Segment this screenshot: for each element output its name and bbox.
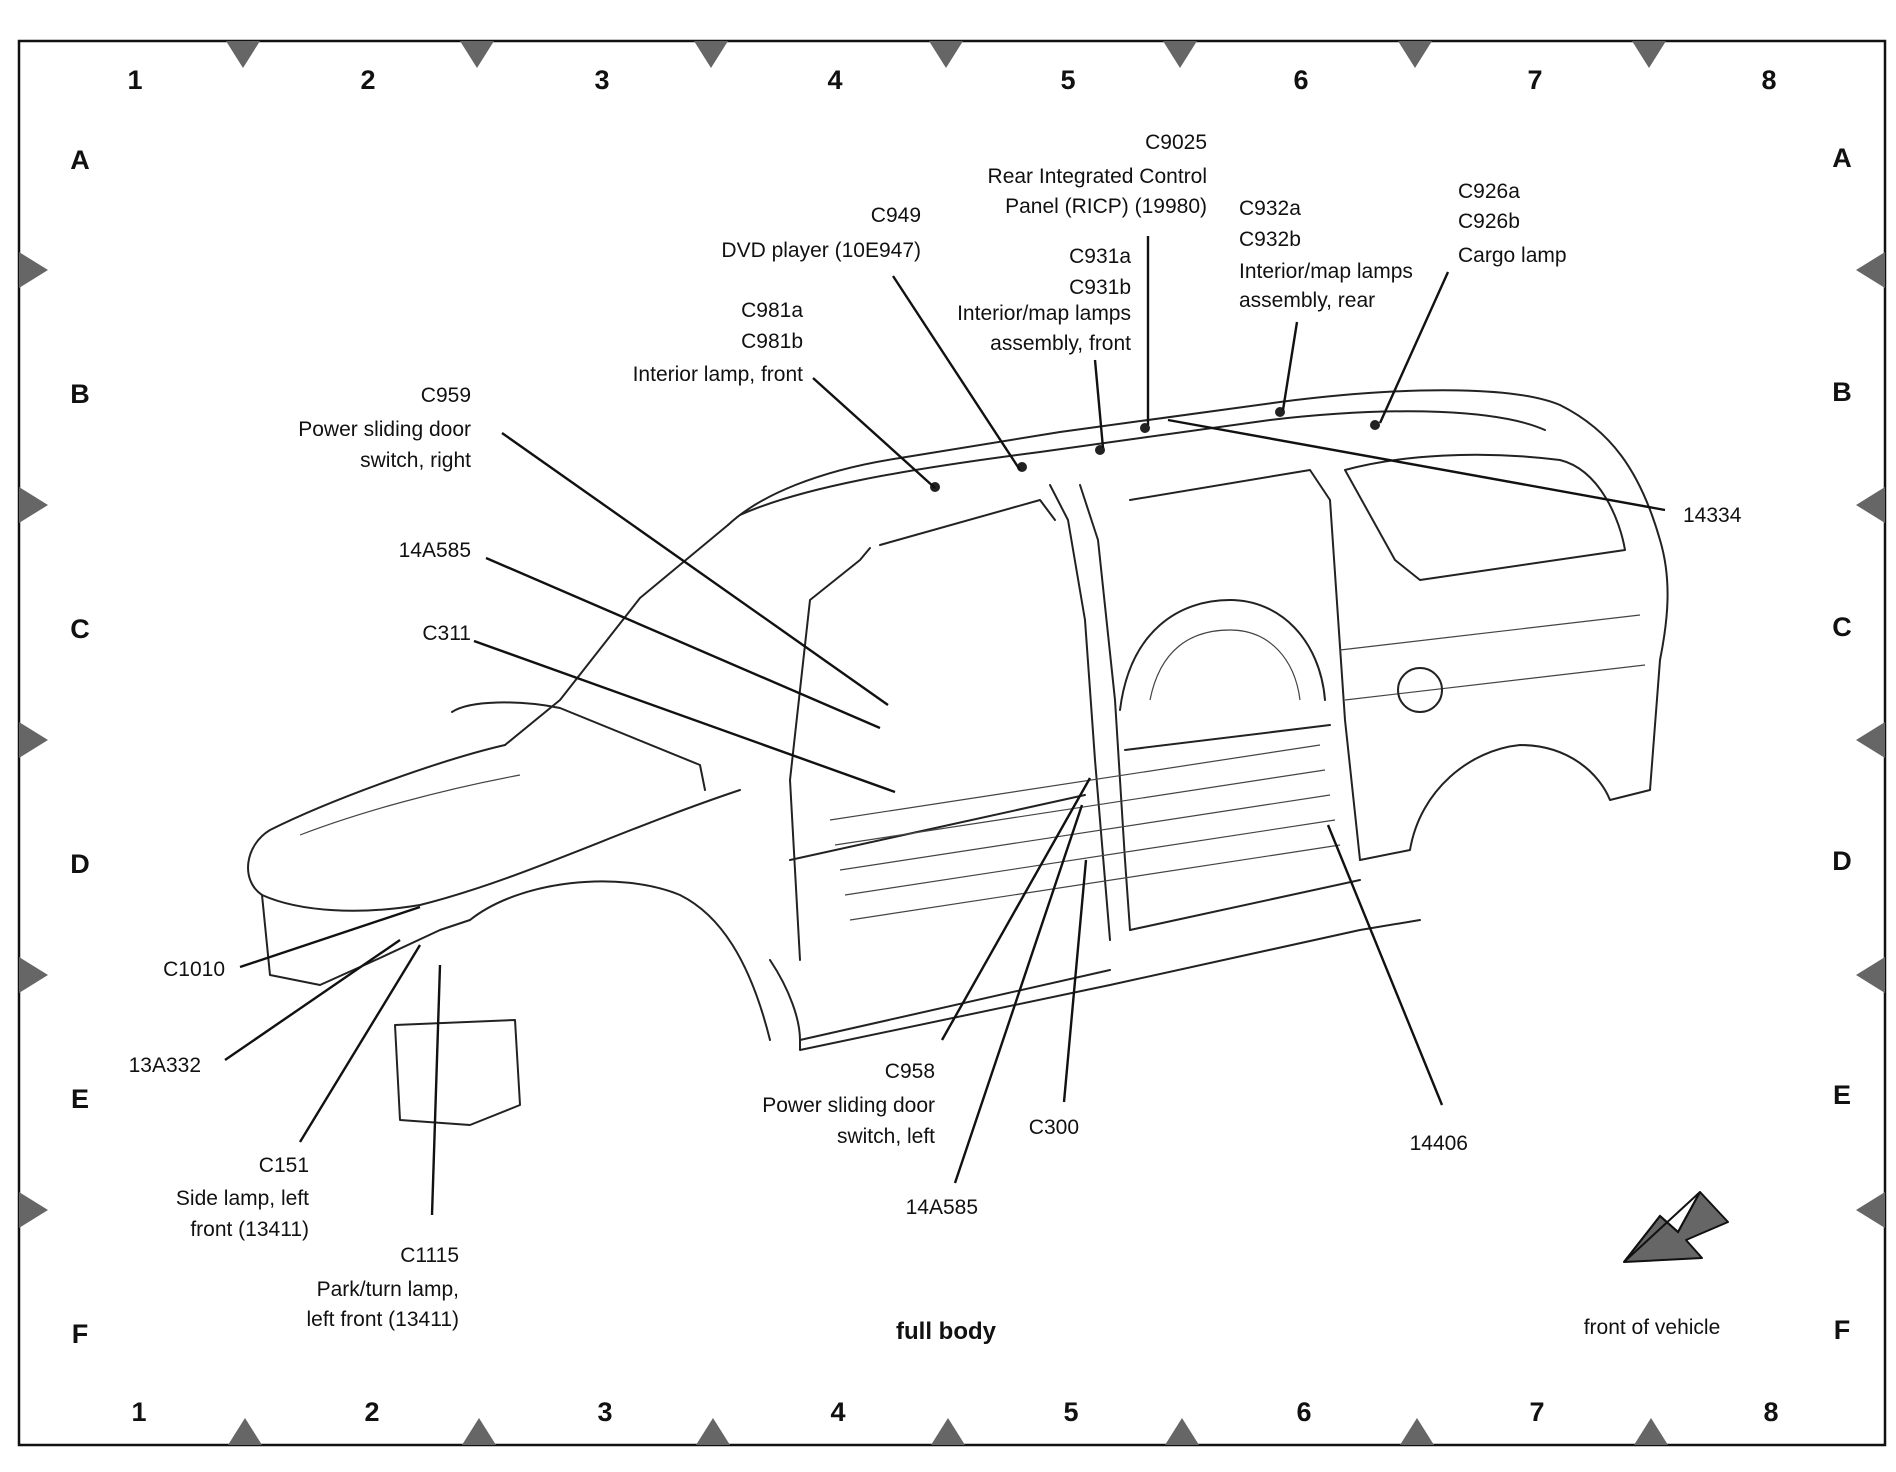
callout-text: Power sliding door [762, 1094, 935, 1117]
callout-c926: C926a C926b Cargo lamp [1458, 180, 1567, 267]
row-label: C [1832, 612, 1852, 642]
diagram-caption: full body [896, 1318, 997, 1345]
callout-14a585-bottom: 14A585 [906, 1196, 978, 1219]
callout-text: C949 [871, 204, 921, 227]
callout-text: Power sliding door [298, 418, 471, 441]
callout-text: C931b [1069, 276, 1131, 299]
callout-text: 14A585 [906, 1196, 978, 1219]
callout-c1010: C1010 [163, 958, 225, 981]
column-label: 8 [1763, 1397, 1778, 1427]
callout-text: 13A332 [129, 1054, 201, 1077]
column-label: 1 [127, 65, 142, 95]
callout-c9025: C9025 Rear Integrated Control Panel (RIC… [988, 131, 1207, 218]
callout-text: C1010 [163, 958, 225, 981]
callout-text: C311 [422, 622, 471, 645]
callout-text: Interior/map lamps [957, 302, 1131, 325]
callout-c931: C931a C931b Interior/map lamps assembly,… [957, 245, 1131, 355]
column-label: 5 [1060, 65, 1075, 95]
callout-text: C926a [1458, 180, 1520, 203]
callout-text: switch, left [837, 1125, 935, 1148]
row-label: D [1832, 846, 1852, 876]
vehicle-body-drawing [247, 389, 1669, 1126]
callout-text: C9025 [1145, 131, 1207, 154]
callout-c958: C958 Power sliding door switch, left [762, 1060, 935, 1148]
row-label: B [70, 379, 90, 409]
callout-text: 14406 [1410, 1132, 1468, 1155]
callout-text: C981b [741, 330, 803, 353]
callout-text: assembly, front [990, 332, 1131, 355]
column-label: 8 [1761, 65, 1776, 95]
column-label: 4 [827, 65, 842, 95]
row-label: F [72, 1319, 89, 1349]
row-label: F [1834, 1315, 1851, 1345]
callout-text: C981a [741, 299, 803, 322]
column-label: 2 [360, 65, 375, 95]
column-label: 2 [364, 1397, 379, 1427]
row-label: B [1832, 377, 1852, 407]
column-label: 3 [594, 65, 609, 95]
callout-c959: C959 Power sliding door switch, right [298, 384, 471, 472]
callout-c981: C981a C981b Interior lamp, front [633, 299, 804, 386]
callout-text: 14334 [1683, 504, 1742, 527]
callout-text: C959 [421, 384, 471, 407]
row-labels-left: A B C D E F [70, 145, 90, 1349]
row-label: D [70, 849, 90, 879]
callout-c1115: C1115 Park/turn lamp, left front (13411) [306, 1244, 459, 1331]
callout-text: C932b [1239, 228, 1301, 251]
column-label: 5 [1063, 1397, 1078, 1427]
callout-text: Park/turn lamp, [317, 1278, 459, 1301]
border-markers [19, 41, 1885, 1445]
callout-text: C958 [885, 1060, 935, 1083]
callout-text: Panel (RICP) (19980) [1005, 195, 1207, 218]
column-label: 1 [131, 1397, 146, 1427]
callout-c949: C949 DVD player (10E947) [721, 204, 921, 262]
callout-text: Interior/map lamps [1239, 260, 1413, 283]
callout-text: Side lamp, left [176, 1187, 309, 1210]
column-label: 4 [830, 1397, 845, 1427]
callout-text: C926b [1458, 210, 1520, 233]
column-labels-top: 1 2 3 4 5 6 7 8 [127, 65, 1776, 95]
callout-text: C300 [1029, 1116, 1079, 1139]
column-label: 7 [1527, 65, 1542, 95]
callout-text: Rear Integrated Control [988, 165, 1207, 188]
row-label: C [70, 614, 90, 644]
leader-lines [224, 236, 1666, 1216]
callout-text: front (13411) [190, 1218, 309, 1241]
callout-c932: C932a C932b Interior/map lamps assembly,… [1239, 197, 1413, 312]
callout-c151: C151 Side lamp, left front (13411) [176, 1154, 309, 1241]
column-label: 3 [597, 1397, 612, 1427]
callout-14334: 14334 [1683, 504, 1742, 527]
column-label: 6 [1296, 1397, 1311, 1427]
callout-text: Cargo lamp [1458, 244, 1567, 267]
column-label: 7 [1529, 1397, 1544, 1427]
callout-text: 14A585 [399, 539, 471, 562]
callout-14a585-top: 14A585 [399, 539, 471, 562]
callout-13a332: 13A332 [129, 1054, 201, 1077]
callout-text: left front (13411) [306, 1308, 459, 1331]
row-labels-right: A B C D E F [1832, 143, 1852, 1345]
callout-text: C932a [1239, 197, 1301, 220]
callout-text: switch, right [360, 449, 471, 472]
callout-14406: 14406 [1410, 1132, 1468, 1155]
row-label: A [70, 145, 90, 175]
row-label: E [71, 1084, 89, 1114]
orientation-label: front of vehicle [1584, 1316, 1721, 1339]
row-label: A [1832, 143, 1852, 173]
arrow-icon [1623, 1191, 1729, 1263]
callout-c311: C311 [422, 622, 471, 645]
column-label: 6 [1293, 65, 1308, 95]
callout-c300: C300 [1029, 1116, 1079, 1139]
callout-text: DVD player (10E947) [721, 239, 921, 262]
column-labels-bottom: 1 2 3 4 5 6 7 8 [131, 1397, 1778, 1427]
callout-text: C1115 [400, 1244, 459, 1267]
callout-text: Interior lamp, front [633, 363, 804, 386]
callout-text: C151 [259, 1154, 309, 1177]
row-label: E [1833, 1080, 1851, 1110]
callout-text: C931a [1069, 245, 1131, 268]
callout-text: assembly, rear [1239, 289, 1375, 312]
